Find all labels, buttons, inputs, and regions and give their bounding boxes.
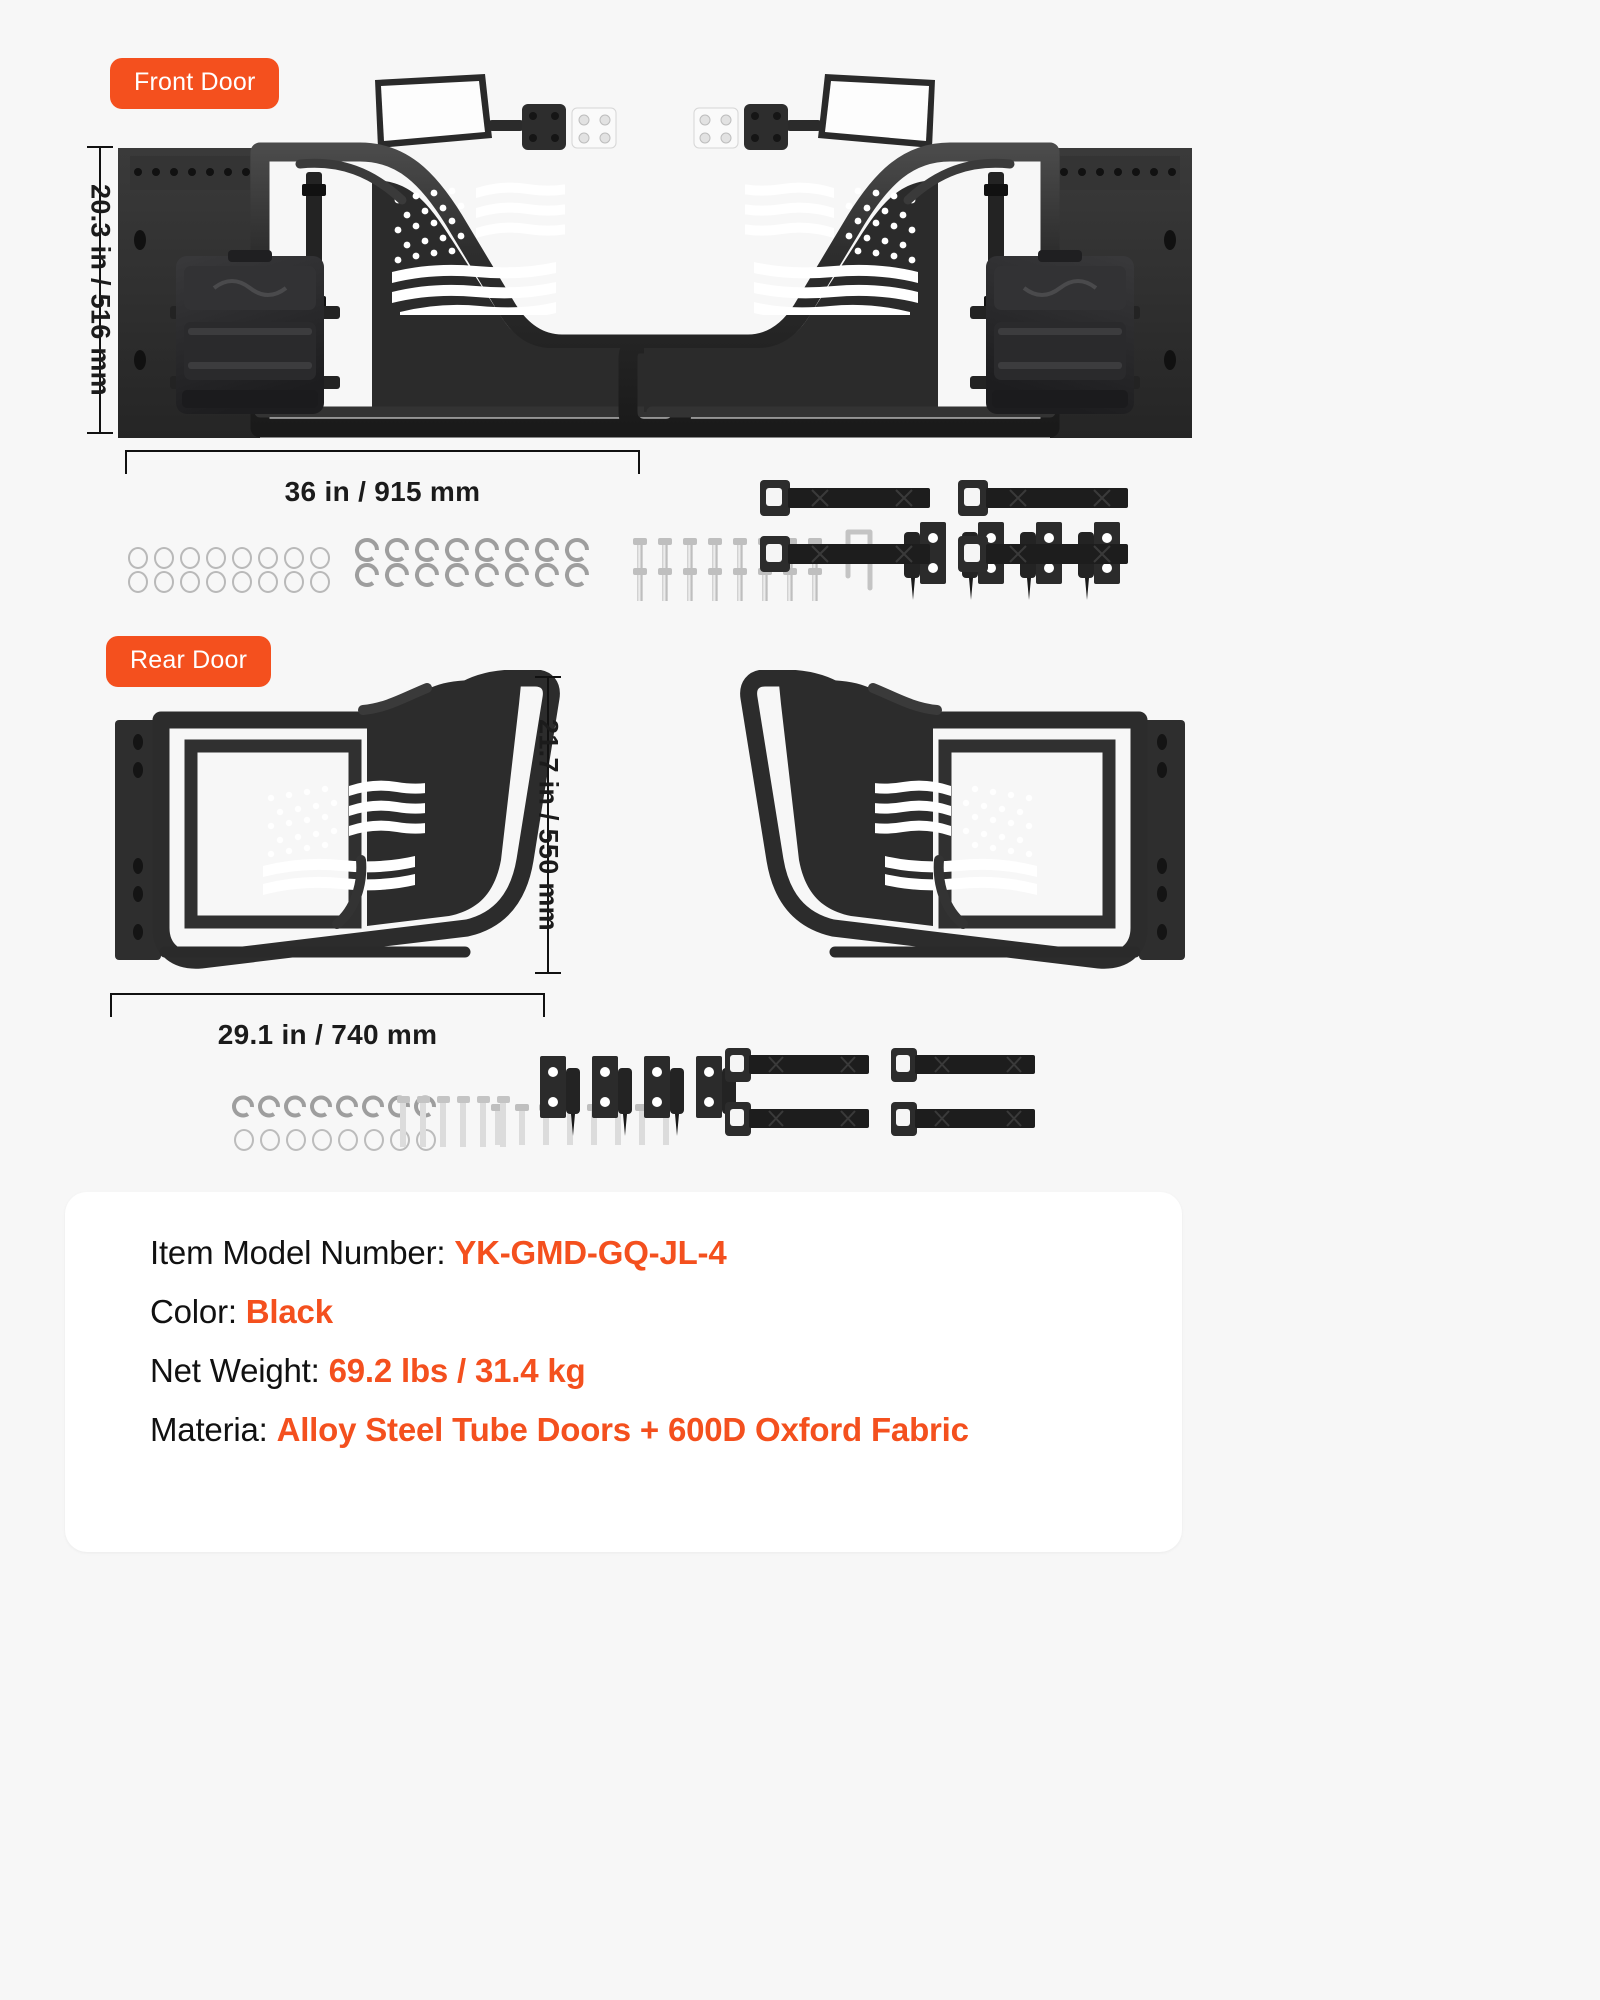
- spec-value: Black: [245, 1293, 333, 1330]
- dimension-line: [125, 450, 640, 452]
- spec-value: YK-GMD-GQ-JL-4: [454, 1234, 727, 1271]
- storage-pouch-right: [986, 250, 1134, 414]
- spec-row-color: Color: Black: [150, 1293, 333, 1331]
- rear-door-left: [115, 670, 560, 969]
- spec-row-net-weight: Net Weight: 69.2 lbs / 31.4 kg: [150, 1352, 586, 1390]
- dimension-cap-right: [543, 993, 545, 1017]
- lock-washer-group: [355, 538, 589, 587]
- dimension-cap-left: [125, 450, 127, 474]
- rear-door-assembly-illustration: [105, 670, 1195, 990]
- limiting-strap: [760, 536, 930, 572]
- dimension-front-door-width: 36 in / 915 mm: [125, 450, 640, 510]
- dimension-line: [547, 676, 549, 974]
- limiting-strap: [725, 1048, 869, 1082]
- spec-row-material: Materia: Alloy Steel Tube Doors + 600D O…: [150, 1411, 969, 1449]
- front-door-right: [618, 142, 1192, 438]
- spec-label: Net Weight:: [150, 1352, 320, 1389]
- dimension-cap-left: [110, 993, 112, 1017]
- spec-label: Item Model Number:: [150, 1234, 446, 1271]
- dimension-line: [99, 146, 101, 434]
- dimension-rear-door-height: 21.7 in / 550 mm: [528, 676, 568, 974]
- dimension-front-door-width-label: 36 in / 915 mm: [284, 476, 481, 507]
- limiting-strap: [891, 1048, 1035, 1082]
- spec-value: Alloy Steel Tube Doors + 600D Oxford Fab…: [276, 1411, 969, 1448]
- section-badge-rear-door: Rear Door: [106, 636, 272, 687]
- dimension-rear-door-width-label: 29.1 in / 740 mm: [217, 1019, 438, 1050]
- dimension-cap-right: [638, 450, 640, 474]
- limiting-strap: [958, 536, 1128, 572]
- rear-hex-bolt-group: [395, 1090, 515, 1160]
- limiting-strap: [725, 1102, 869, 1136]
- section-badge-front-door: Front Door: [110, 58, 280, 109]
- flat-washer-group: [128, 547, 330, 593]
- dimension-rear-door-height-label: 21.7 in / 550 mm: [533, 719, 564, 931]
- side-mirror-left: [375, 74, 617, 150]
- rear-limiting-strap-group: [725, 1046, 1045, 1156]
- side-mirror-right: [693, 74, 935, 150]
- product-spec-page: Front Door 20.3 in / 516 mm: [65, 58, 1200, 1552]
- front-door-assembly-illustration: [110, 60, 1200, 440]
- dimension-line: [110, 993, 545, 995]
- rear-door-right: [740, 670, 1185, 969]
- specification-card: Item Model Number: YK-GMD-GQ-JL-4 Color:…: [65, 1192, 1182, 1552]
- limiting-strap: [891, 1102, 1035, 1136]
- front-limiting-strap-group: [760, 478, 1180, 588]
- dimension-front-door-height: 20.3 in / 516 mm: [80, 146, 120, 434]
- spec-value: 69.2 lbs / 31.4 kg: [328, 1352, 586, 1389]
- flag-cutout: [392, 182, 565, 315]
- dimension-rear-door-width: 29.1 in / 740 mm: [110, 993, 545, 1053]
- spec-label: Materia:: [150, 1411, 268, 1448]
- storage-pouch-left: [176, 250, 324, 414]
- limiting-strap: [760, 480, 930, 516]
- limiting-strap: [958, 480, 1128, 516]
- spec-row-item-model-number: Item Model Number: YK-GMD-GQ-JL-4: [150, 1234, 727, 1272]
- spec-label: Color:: [150, 1293, 237, 1330]
- front-door-left: [118, 142, 692, 438]
- flag-cutout: [263, 780, 425, 895]
